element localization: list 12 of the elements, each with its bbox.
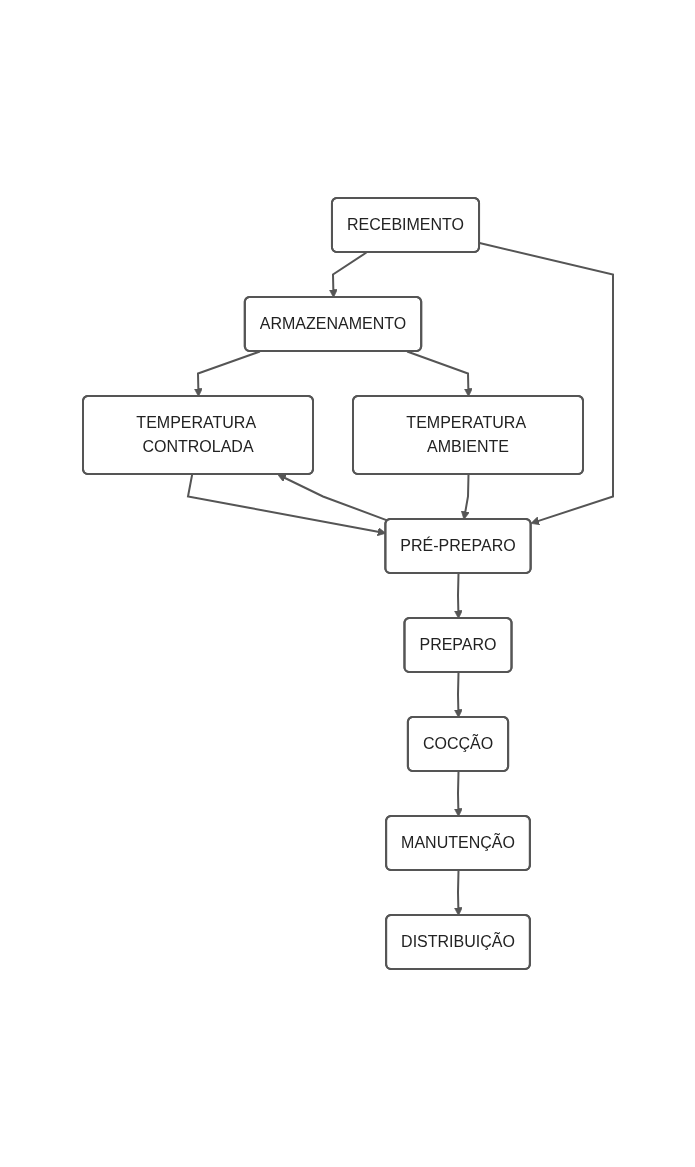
node-text: TEMPERATURA AMBIENTE (405, 414, 525, 455)
arrow (453, 671, 463, 718)
arrow (453, 770, 463, 817)
arrow (405, 350, 473, 397)
arrow (453, 869, 463, 916)
arrow (193, 350, 261, 397)
arrow (460, 473, 470, 520)
node-text: TEMPERATURA CONTROLADA (135, 414, 255, 455)
arrow (328, 251, 367, 298)
arrow (276, 474, 389, 522)
arrow (478, 242, 614, 526)
arrow (453, 572, 463, 619)
